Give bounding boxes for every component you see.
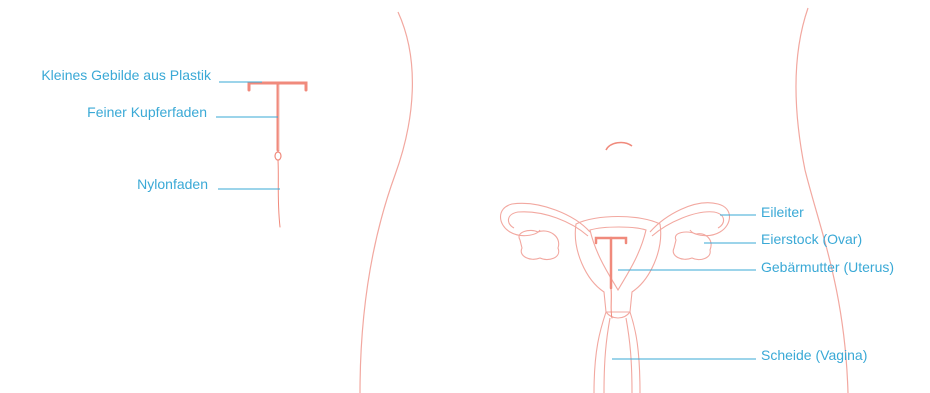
fallopian-tube-right — [650, 203, 730, 236]
label-uterus: Gebärmutter (Uterus) — [761, 259, 894, 275]
label-small-plastic-frame: Kleines Gebilde aus Plastik — [41, 67, 211, 83]
ovary-left — [519, 230, 559, 259]
label-copper-wire: Feiner Kupferfaden — [87, 104, 207, 120]
body-left-contour — [360, 12, 412, 393]
iud-in-uterus-thread — [611, 288, 612, 318]
label-ovary: Eierstock (Ovar) — [761, 231, 862, 247]
body-right-contour — [796, 8, 848, 393]
label-vagina: Scheide (Vagina) — [761, 347, 867, 363]
navel — [606, 143, 632, 150]
iud-in-uterus — [596, 238, 626, 318]
reproductive-organs — [501, 203, 730, 393]
cervix — [606, 312, 630, 318]
iud-illustration — [249, 83, 306, 227]
uterus-outline — [575, 217, 660, 313]
uterus-cavity — [590, 227, 646, 290]
label-fallopian-tube: Eileiter — [761, 204, 804, 220]
label-nylon-thread: Nylonfaden — [137, 176, 208, 192]
vagina-inner-right — [626, 318, 632, 393]
vagina-inner-left — [604, 318, 610, 393]
iud-bead — [275, 152, 281, 160]
leader-lines — [216, 82, 756, 359]
iud-nylon-thread — [278, 160, 280, 227]
